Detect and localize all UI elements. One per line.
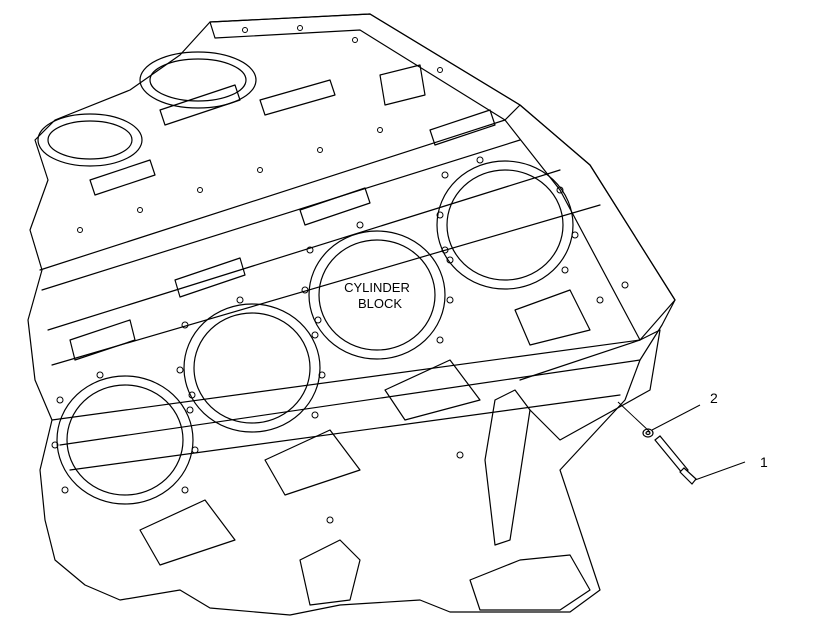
bore-upper-left-inner: [47, 120, 133, 160]
callout-number-1: 1: [760, 454, 768, 470]
bore-left: [56, 375, 194, 505]
block-label-line2: BLOCK: [358, 296, 402, 311]
washer-part: [642, 428, 654, 438]
slot-pockets: [69, 64, 591, 566]
bore-top-left-inner: [149, 58, 247, 102]
bore-top-left: [139, 51, 257, 109]
crankcase-pan-rail: [519, 329, 661, 441]
bore-right: [436, 160, 574, 290]
bolt-part: [654, 435, 697, 485]
bore-center: [308, 230, 446, 360]
crankcase-web: [484, 389, 531, 546]
bore-middle: [183, 303, 321, 433]
leader-line-1: [694, 461, 746, 481]
cylinder-block-drawing: [27, 13, 676, 616]
block-label-line1: CYLINDER: [344, 280, 410, 295]
block-outline: [27, 13, 676, 616]
bore-right-inner: [446, 169, 564, 281]
leader-line-block: [617, 401, 651, 433]
bore-center-inner: [318, 239, 436, 351]
lower-bearing: [299, 539, 361, 606]
deck-rail: [39, 119, 601, 366]
bolt-holes: [51, 25, 629, 524]
top-deck-edge: [209, 13, 521, 121]
bore-left-inner: [66, 384, 184, 496]
bore-middle-inner: [193, 312, 311, 424]
leader-lines: [617, 401, 746, 481]
callout-number-2: 2: [710, 390, 718, 406]
lower-leg: [469, 554, 591, 611]
leader-line-2: [651, 404, 701, 431]
bore-upper-left: [37, 113, 143, 167]
